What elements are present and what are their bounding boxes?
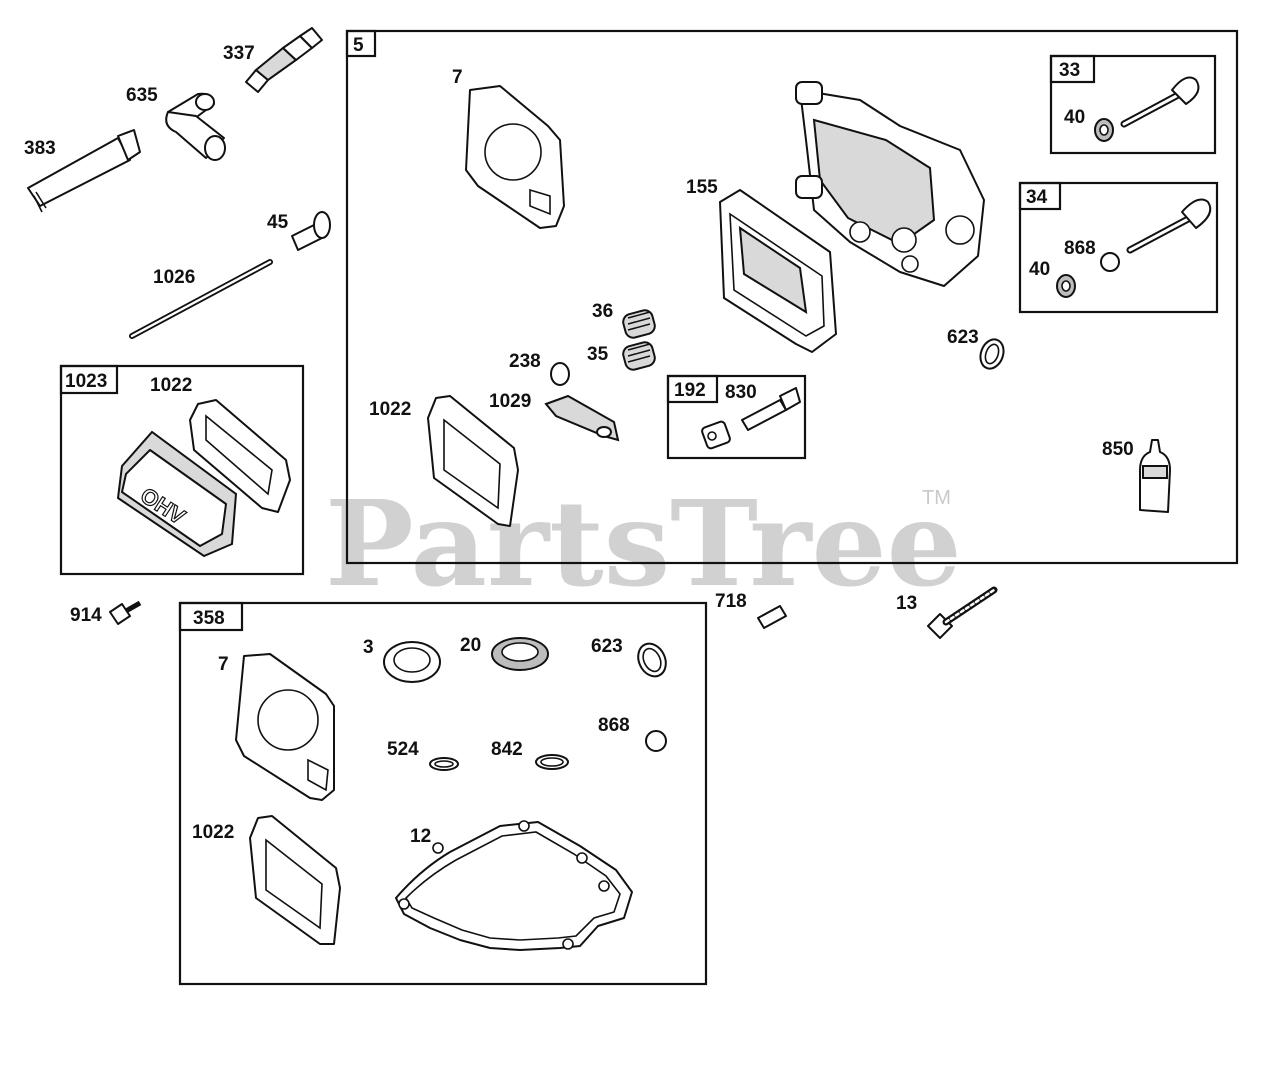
valve-cover-gasket-1022-top[interactable] <box>427 395 519 527</box>
screw-914[interactable] <box>109 600 142 625</box>
valve-spring-35[interactable] <box>621 341 656 372</box>
group-34-label: 34 <box>1026 187 1048 208</box>
callout-40-mid[interactable]: 40 <box>1029 259 1050 280</box>
group-1023-frame: 1023 <box>59 364 305 576</box>
crankcase-gasket-12[interactable] <box>395 820 633 951</box>
callout-7-bottom[interactable]: 7 <box>218 654 229 675</box>
callout-623-bottom[interactable]: 623 <box>591 636 623 657</box>
cylinder-head <box>795 81 985 287</box>
callout-718[interactable]: 718 <box>715 591 747 612</box>
valve-cover-155[interactable] <box>719 189 837 353</box>
rocker-arm-1029[interactable] <box>544 394 620 442</box>
spark-plug-337[interactable] <box>245 27 323 93</box>
valve-spring-36[interactable] <box>621 309 656 340</box>
callout-914[interactable]: 914 <box>70 605 102 626</box>
push-rod-1026[interactable] <box>129 259 273 339</box>
valve-seal-868-top[interactable] <box>1100 252 1120 272</box>
valve-seal-868-bottom[interactable] <box>645 730 667 752</box>
callout-155[interactable]: 155 <box>686 177 718 198</box>
group-358-label: 358 <box>193 608 225 629</box>
callout-842[interactable]: 842 <box>491 739 523 760</box>
sealant-tube-850[interactable] <box>1139 439 1171 513</box>
callout-1026[interactable]: 1026 <box>153 267 195 288</box>
callout-12[interactable]: 12 <box>410 826 431 847</box>
oil-seal-20[interactable] <box>491 637 549 671</box>
callout-524[interactable]: 524 <box>387 739 419 760</box>
valve-keeper-40-top[interactable] <box>1094 118 1114 142</box>
watermark-text: PartsTree <box>325 474 962 613</box>
gasket-842[interactable] <box>535 754 569 770</box>
oil-seal-3[interactable] <box>383 641 441 683</box>
callout-623-top[interactable]: 623 <box>947 327 979 348</box>
callout-830[interactable]: 830 <box>725 382 757 403</box>
intake-valve-34[interactable] <box>1126 198 1212 254</box>
valve-cover-gasket-1022-bottom[interactable] <box>249 815 341 945</box>
callout-635[interactable]: 635 <box>126 85 158 106</box>
callout-238[interactable]: 238 <box>509 351 541 372</box>
group-358-frame: 358 <box>178 601 708 986</box>
gasket-524[interactable] <box>429 757 459 771</box>
exhaust-valve-33[interactable] <box>1120 76 1200 128</box>
o-ring-623-bottom[interactable] <box>633 639 671 681</box>
callout-337[interactable]: 337 <box>223 43 255 64</box>
callout-383[interactable]: 383 <box>24 138 56 159</box>
callout-36[interactable]: 36 <box>592 301 613 322</box>
spark-plug-boot-635[interactable] <box>165 92 226 161</box>
bolt-13[interactable] <box>927 586 998 639</box>
valve-cover-1023-gasket[interactable] <box>189 399 291 513</box>
callout-850[interactable]: 850 <box>1102 439 1134 460</box>
callout-40-top[interactable]: 40 <box>1064 107 1085 128</box>
head-gasket-7-bottom[interactable] <box>235 653 335 801</box>
callout-1022-kit[interactable]: 1022 <box>150 375 192 396</box>
head-gasket-7-top[interactable] <box>465 85 565 229</box>
group-5-label: 5 <box>353 35 364 56</box>
group-33-label: 33 <box>1059 60 1080 81</box>
o-ring-623-top[interactable] <box>977 336 1008 372</box>
callout-1029[interactable]: 1029 <box>489 391 531 412</box>
callout-13[interactable]: 13 <box>896 593 917 614</box>
callout-1022-top[interactable]: 1022 <box>369 399 411 420</box>
callout-1022-bottom[interactable]: 1022 <box>192 822 234 843</box>
callout-868-top[interactable]: 868 <box>1064 238 1096 259</box>
tappet-45[interactable] <box>291 211 331 251</box>
group-34-frame: 34 <box>1018 181 1219 314</box>
callout-7-top[interactable]: 7 <box>452 67 463 88</box>
spark-plug-wrench-383[interactable] <box>27 129 141 213</box>
group-5-frame: 5 <box>345 29 1239 565</box>
breather-830[interactable] <box>741 387 801 431</box>
callout-45[interactable]: 45 <box>267 212 289 233</box>
group-33-frame: 33 <box>1049 54 1217 155</box>
valve-keeper-40-mid[interactable] <box>1056 274 1076 298</box>
group-192-label: 192 <box>674 380 706 401</box>
callout-20[interactable]: 20 <box>460 635 481 656</box>
group-192-frame: 192 <box>666 374 807 460</box>
callout-868-bottom[interactable]: 868 <box>598 715 630 736</box>
watermark-trademark: TM <box>922 487 951 509</box>
group-1023-label: 1023 <box>65 371 107 392</box>
dowel-pin-718[interactable] <box>757 605 787 629</box>
callout-3[interactable]: 3 <box>363 637 374 658</box>
adapter-192[interactable] <box>701 420 731 450</box>
valve-cap-238[interactable] <box>550 362 570 386</box>
callout-35[interactable]: 35 <box>587 344 609 365</box>
